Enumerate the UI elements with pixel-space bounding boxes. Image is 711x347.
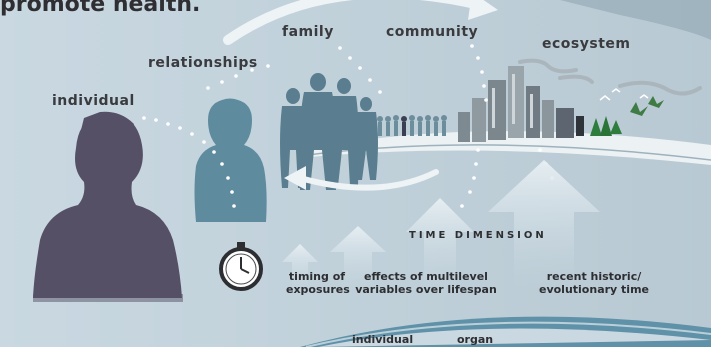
bottom-ring — [300, 316, 711, 347]
caption-timing-line-2: exposures — [286, 283, 350, 296]
smoke-wisps — [518, 58, 702, 96]
individual-figure — [33, 111, 182, 299]
headline: promote health. — [0, 0, 201, 17]
caption-recent-line-1: recent historic/ — [546, 270, 642, 283]
time-dimension-title: TIME DIMENSION — [409, 230, 547, 241]
birds-icon — [599, 88, 649, 101]
cycle-arrow-icon-bottom — [284, 166, 439, 191]
level-label-individual: individual — [52, 93, 135, 109]
caption-recent: recent historic/ evolutionary time — [530, 270, 658, 296]
level-label-relationships: relationships — [148, 55, 258, 71]
cycle-arrow-icon-top — [223, 0, 498, 45]
bottom-label-individual: individual — [352, 333, 414, 346]
ground-arc — [300, 131, 711, 165]
level-label-community: community — [386, 24, 479, 40]
caption-recent-line-2: evolutionary time — [538, 283, 649, 296]
level-label-family: family — [282, 24, 334, 40]
relationship-figure — [194, 98, 267, 222]
top-right-shadow — [560, 0, 711, 40]
caption-effects: effects of multilevel variables over lif… — [354, 270, 498, 296]
bottom-label-organ: organ — [457, 333, 494, 346]
level-label-ecosystem: ecosystem — [542, 36, 631, 52]
city-skyline — [458, 66, 584, 142]
family-figures — [280, 73, 378, 190]
community-crowd — [377, 115, 447, 136]
trees — [590, 96, 664, 136]
caption-timing-line-1: timing of — [288, 270, 346, 283]
individual-figure-base — [33, 294, 183, 302]
stopwatch-icon — [219, 242, 263, 291]
caption-effects-line-1: effects of multilevel — [364, 270, 488, 283]
upward-arrow-icon — [282, 160, 600, 290]
caption-effects-line-2: variables over lifespan — [355, 283, 497, 296]
caption-timing: timing of exposures — [286, 270, 350, 296]
